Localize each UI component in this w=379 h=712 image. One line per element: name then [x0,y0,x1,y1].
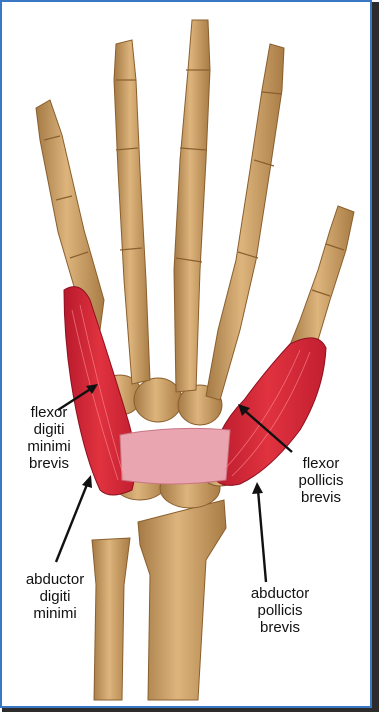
middle-finger-bone [174,20,210,392]
ring-finger-bone [114,40,150,384]
carpal-bone [134,378,182,422]
radius-bone [138,500,226,700]
arrow-adm-head [82,475,92,488]
label-abductor-digiti-minimi: abductor digiti minimi [10,571,100,622]
label-abductor-pollicis-brevis: abductor pollicis brevis [230,585,330,636]
thumb-bone [288,206,354,360]
arrow-adm [56,482,88,562]
arrow-apb [258,490,266,582]
flexor-retinaculum [120,428,230,484]
arrow-apb-head [252,482,263,494]
index-finger-bone [206,44,284,400]
label-flexor-digiti-minimi-brevis: flexor digiti minimi brevis [10,404,88,472]
label-flexor-pollicis-brevis: flexor pollicis brevis [282,455,360,506]
